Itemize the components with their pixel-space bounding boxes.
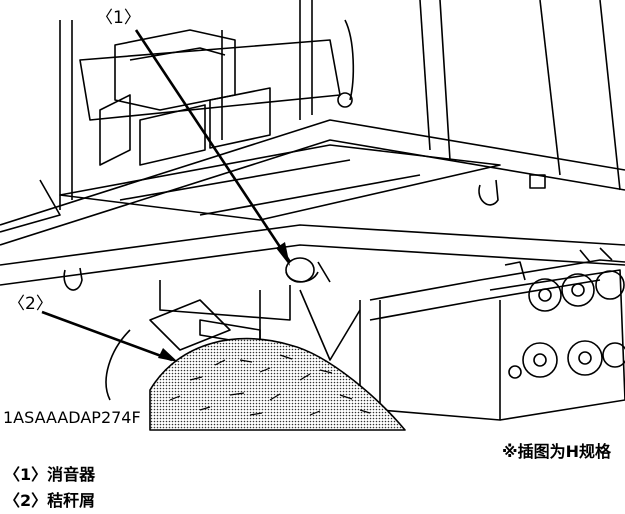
callout-2-leader: [41, 310, 173, 362]
callout-1-marker: 〈1〉: [96, 8, 141, 28]
legend-marker: 〈1〉: [4, 465, 48, 484]
lower-structure: [105, 280, 361, 401]
machine-illustration: [0, 0, 625, 431]
muffler: [285, 257, 331, 283]
legend-item: 〈1〉消音器: [4, 462, 95, 488]
straw-chaff-pile: [149, 337, 406, 431]
callout-1-leader: [134, 29, 292, 263]
legend-item: 〈2〉秸秆屑: [4, 488, 95, 514]
legend-label: 消音器: [47, 465, 96, 484]
callout-1-arrowhead: [276, 242, 290, 266]
legend-marker: 〈2〉: [4, 491, 48, 510]
figure-note: ※插图为H规格: [502, 442, 611, 461]
crawler-track: [369, 247, 625, 421]
figure-code: 1ASAAADAP274F: [2, 408, 144, 428]
callout-2-arrowhead: [158, 348, 178, 362]
legend: 〈1〉消音器 〈2〉秸秆屑: [4, 462, 95, 514]
callout-2-marker: 〈2〉: [8, 294, 53, 314]
callout-arrows: [41, 29, 292, 362]
legend-label: 秸秆屑: [47, 491, 96, 510]
